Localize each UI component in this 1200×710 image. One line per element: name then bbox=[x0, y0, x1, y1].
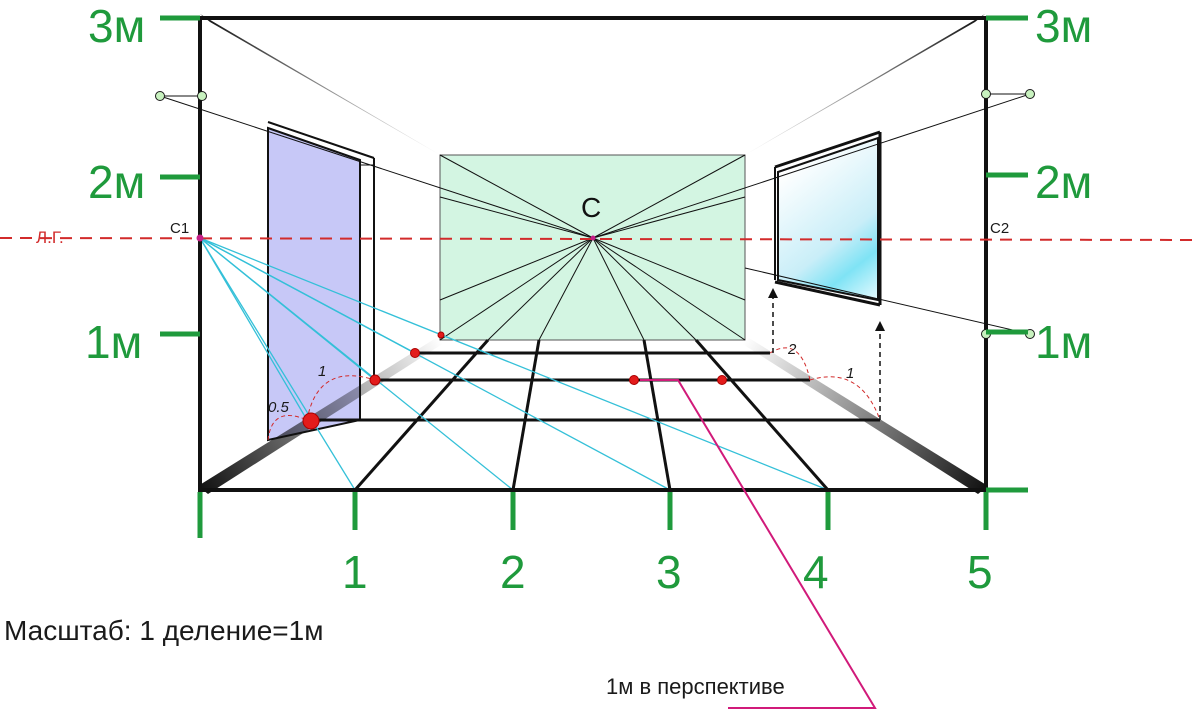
c1-point bbox=[196, 234, 204, 242]
floor-edge-left bbox=[198, 338, 444, 494]
perspective-callout bbox=[640, 379, 877, 709]
measure-point bbox=[717, 375, 727, 385]
c2-label: C2 bbox=[990, 220, 1009, 237]
c1-label: C1 bbox=[170, 220, 189, 237]
height-arrows bbox=[772, 297, 881, 420]
measure-point bbox=[369, 374, 381, 386]
window-glass bbox=[777, 136, 879, 302]
arc-label-one-left: 1 bbox=[318, 363, 326, 380]
floor-edge-right bbox=[741, 338, 988, 494]
measure-point bbox=[437, 331, 445, 339]
arc-label-two-right: 2 bbox=[787, 341, 797, 358]
bottom-scale-5: 5 bbox=[967, 546, 993, 598]
bottom-scale-4: 4 bbox=[803, 546, 829, 598]
arc-label-half: 0.5 bbox=[268, 399, 290, 416]
ceiling-edge-right bbox=[740, 14, 985, 158]
arc-label-one-right: 1 bbox=[846, 365, 854, 382]
right-scale-2m: 2м bbox=[1035, 156, 1092, 208]
horizon-label: Л.Г. bbox=[36, 228, 64, 247]
arrow-head bbox=[768, 288, 778, 298]
bottom-scale-2: 2 bbox=[500, 546, 526, 598]
perspective-caption: 1м в перспективе bbox=[606, 674, 785, 699]
ceiling-edge-left bbox=[200, 14, 445, 158]
right-scale-1m: 1м bbox=[1035, 316, 1092, 368]
left-scale-1m: 1м bbox=[85, 316, 142, 368]
back-wall bbox=[439, 154, 746, 341]
center-point bbox=[590, 235, 596, 241]
height-markers bbox=[155, 89, 1035, 339]
vanishing-lines bbox=[439, 154, 746, 341]
left-scale-2m: 2м bbox=[88, 156, 145, 208]
measure-point bbox=[410, 348, 420, 358]
bottom-scale-3: 3 bbox=[656, 546, 682, 598]
measuring-lines bbox=[199, 237, 829, 491]
scale-caption: Масштаб: 1 деление=1м bbox=[4, 615, 323, 646]
bottom-scale-1: 1 bbox=[342, 546, 368, 598]
right-scale-3m: 3м bbox=[1035, 0, 1092, 52]
left-scale-3m: 3м bbox=[88, 0, 145, 52]
measure-point bbox=[629, 375, 639, 385]
scale-ticks bbox=[160, 15, 1028, 538]
door-frame bbox=[267, 121, 375, 159]
height-lines bbox=[159, 93, 1031, 335]
center-label: C bbox=[581, 192, 601, 223]
arrow-head bbox=[875, 321, 885, 331]
measure-arcs bbox=[267, 347, 881, 441]
picture-plane-frame bbox=[198, 16, 988, 492]
floor-grid bbox=[307, 339, 880, 491]
window-frame bbox=[774, 280, 881, 307]
measure-point bbox=[302, 412, 320, 430]
window-frame bbox=[774, 130, 881, 169]
